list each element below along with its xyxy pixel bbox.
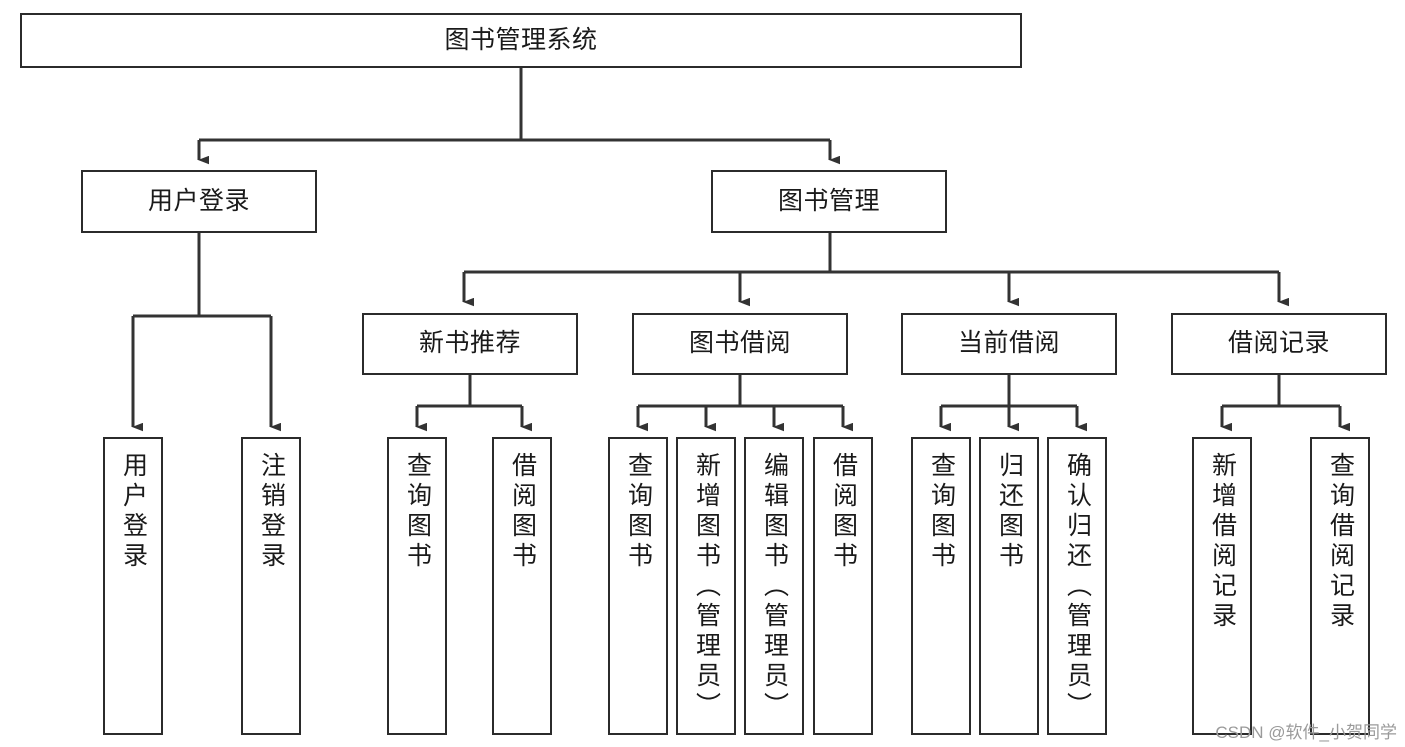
- node-label: 注销登录: [257, 452, 286, 572]
- leaf-borrow-add-book-admin[interactable]: 新增图书（管理员）: [676, 437, 736, 735]
- node-label: 图书借阅: [688, 329, 791, 358]
- node-label: 确认归还（管理员）: [1063, 452, 1092, 722]
- node-label: 借阅记录: [1227, 329, 1330, 358]
- node-label: 用户登录: [119, 452, 148, 572]
- node-new-book-recommend[interactable]: 新书推荐: [362, 313, 578, 375]
- node-label: 新增借阅记录: [1208, 452, 1237, 632]
- node-label: 用户登录: [147, 186, 250, 215]
- leaf-new-book-borrow-book[interactable]: 借阅图书: [492, 437, 552, 735]
- leaf-record-add-record[interactable]: 新增借阅记录: [1192, 437, 1252, 735]
- node-label: 新书推荐: [418, 329, 521, 358]
- node-label: 查询图书: [624, 452, 653, 572]
- node-label: 查询借阅记录: [1326, 452, 1355, 632]
- node-borrow-record[interactable]: 借阅记录: [1171, 313, 1387, 375]
- node-user-login[interactable]: 用户登录: [81, 170, 317, 233]
- leaf-borrow-borrow-book[interactable]: 借阅图书: [813, 437, 873, 735]
- node-label: 借阅图书: [508, 452, 537, 572]
- node-book-management[interactable]: 图书管理: [711, 170, 947, 233]
- leaf-user-login-signout[interactable]: 注销登录: [241, 437, 301, 735]
- node-label: 编辑图书（管理员）: [760, 452, 789, 722]
- node-label: 查询图书: [403, 452, 432, 572]
- leaf-record-query-record[interactable]: 查询借阅记录: [1310, 437, 1370, 735]
- node-label: 图书管理: [777, 186, 880, 215]
- leaf-current-query-book[interactable]: 查询图书: [911, 437, 971, 735]
- node-root-book-management-system[interactable]: 图书管理系统: [20, 13, 1022, 68]
- leaf-borrow-edit-book-admin[interactable]: 编辑图书（管理员）: [744, 437, 804, 735]
- node-label: 归还图书: [995, 452, 1024, 572]
- node-label: 借阅图书: [829, 452, 858, 572]
- leaf-user-login-signin[interactable]: 用户登录: [103, 437, 163, 735]
- node-label: 新增图书（管理员）: [692, 452, 721, 722]
- node-book-borrow[interactable]: 图书借阅: [632, 313, 848, 375]
- node-label: 查询图书: [927, 452, 956, 572]
- leaf-current-confirm-return-admin[interactable]: 确认归还（管理员）: [1047, 437, 1107, 735]
- node-current-borrow[interactable]: 当前借阅: [901, 313, 1117, 375]
- leaf-new-book-query-book[interactable]: 查询图书: [387, 437, 447, 735]
- leaf-borrow-query-book[interactable]: 查询图书: [608, 437, 668, 735]
- leaf-current-return-book[interactable]: 归还图书: [979, 437, 1039, 735]
- node-label: 当前借阅: [957, 329, 1060, 358]
- node-label: 图书管理系统: [444, 25, 598, 54]
- csdn-watermark: CSDN @软件_小贺同学: [1215, 723, 1397, 742]
